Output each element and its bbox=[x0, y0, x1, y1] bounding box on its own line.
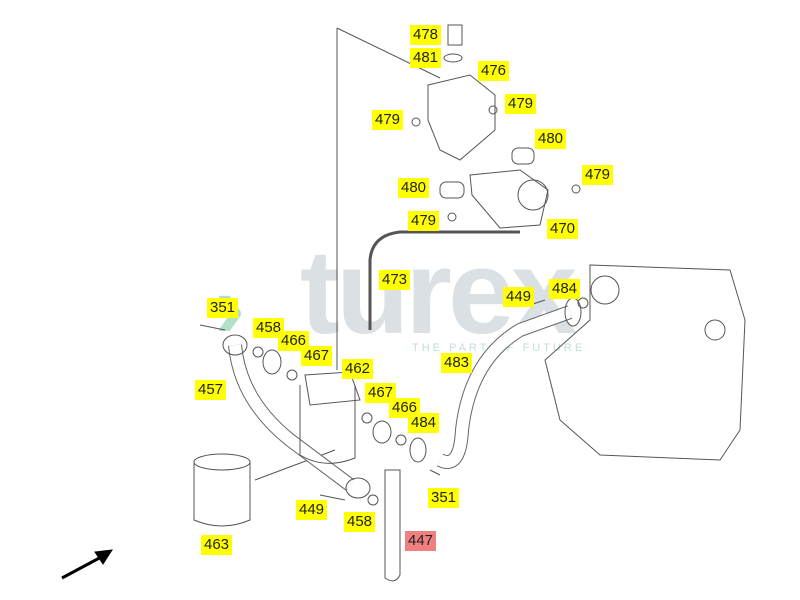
part-label-458[interactable]: 458 bbox=[253, 318, 285, 338]
part-label-476[interactable]: 476 bbox=[478, 61, 510, 81]
part-label-467[interactable]: 467 bbox=[365, 383, 397, 403]
filter-cartridge-463 bbox=[193, 453, 251, 527]
part-label-480[interactable]: 480 bbox=[535, 129, 567, 149]
hose-483 bbox=[409, 297, 582, 469]
part-label-457[interactable]: 457 bbox=[195, 380, 227, 400]
part-label-479[interactable]: 479 bbox=[372, 110, 404, 130]
part-label-449[interactable]: 449 bbox=[503, 287, 535, 307]
part-label-351[interactable]: 351 bbox=[428, 488, 460, 508]
part-label-481[interactable]: 481 bbox=[410, 48, 442, 68]
part-label-478[interactable]: 478 bbox=[410, 25, 442, 45]
part-label-484[interactable]: 484 bbox=[408, 413, 440, 433]
bracket-447 bbox=[384, 469, 401, 582]
hose-473 bbox=[368, 230, 520, 330]
filter-head-462 bbox=[299, 371, 371, 499]
part-label-447[interactable]: 447 bbox=[405, 531, 437, 551]
part-label-467[interactable]: 467 bbox=[301, 346, 333, 366]
hose-457 bbox=[222, 334, 355, 491]
part-label-483[interactable]: 483 bbox=[441, 353, 473, 373]
engine-block bbox=[544, 264, 746, 461]
part-label-479[interactable]: 479 bbox=[505, 94, 537, 114]
part-label-462[interactable]: 462 bbox=[342, 359, 374, 379]
part-label-484[interactable]: 484 bbox=[549, 279, 581, 299]
part-label-458[interactable]: 458 bbox=[344, 512, 376, 532]
part-label-463[interactable]: 463 bbox=[201, 535, 233, 555]
part-label-473[interactable]: 473 bbox=[379, 270, 411, 290]
part-label-480[interactable]: 480 bbox=[398, 178, 430, 198]
top-bracket-assembly bbox=[411, 24, 581, 229]
part-label-449[interactable]: 449 bbox=[296, 500, 328, 520]
part-label-479[interactable]: 479 bbox=[582, 165, 614, 185]
part-label-351[interactable]: 351 bbox=[207, 298, 239, 318]
direction-arrow bbox=[61, 549, 113, 580]
part-label-470[interactable]: 470 bbox=[547, 219, 579, 239]
part-label-479[interactable]: 479 bbox=[408, 211, 440, 231]
